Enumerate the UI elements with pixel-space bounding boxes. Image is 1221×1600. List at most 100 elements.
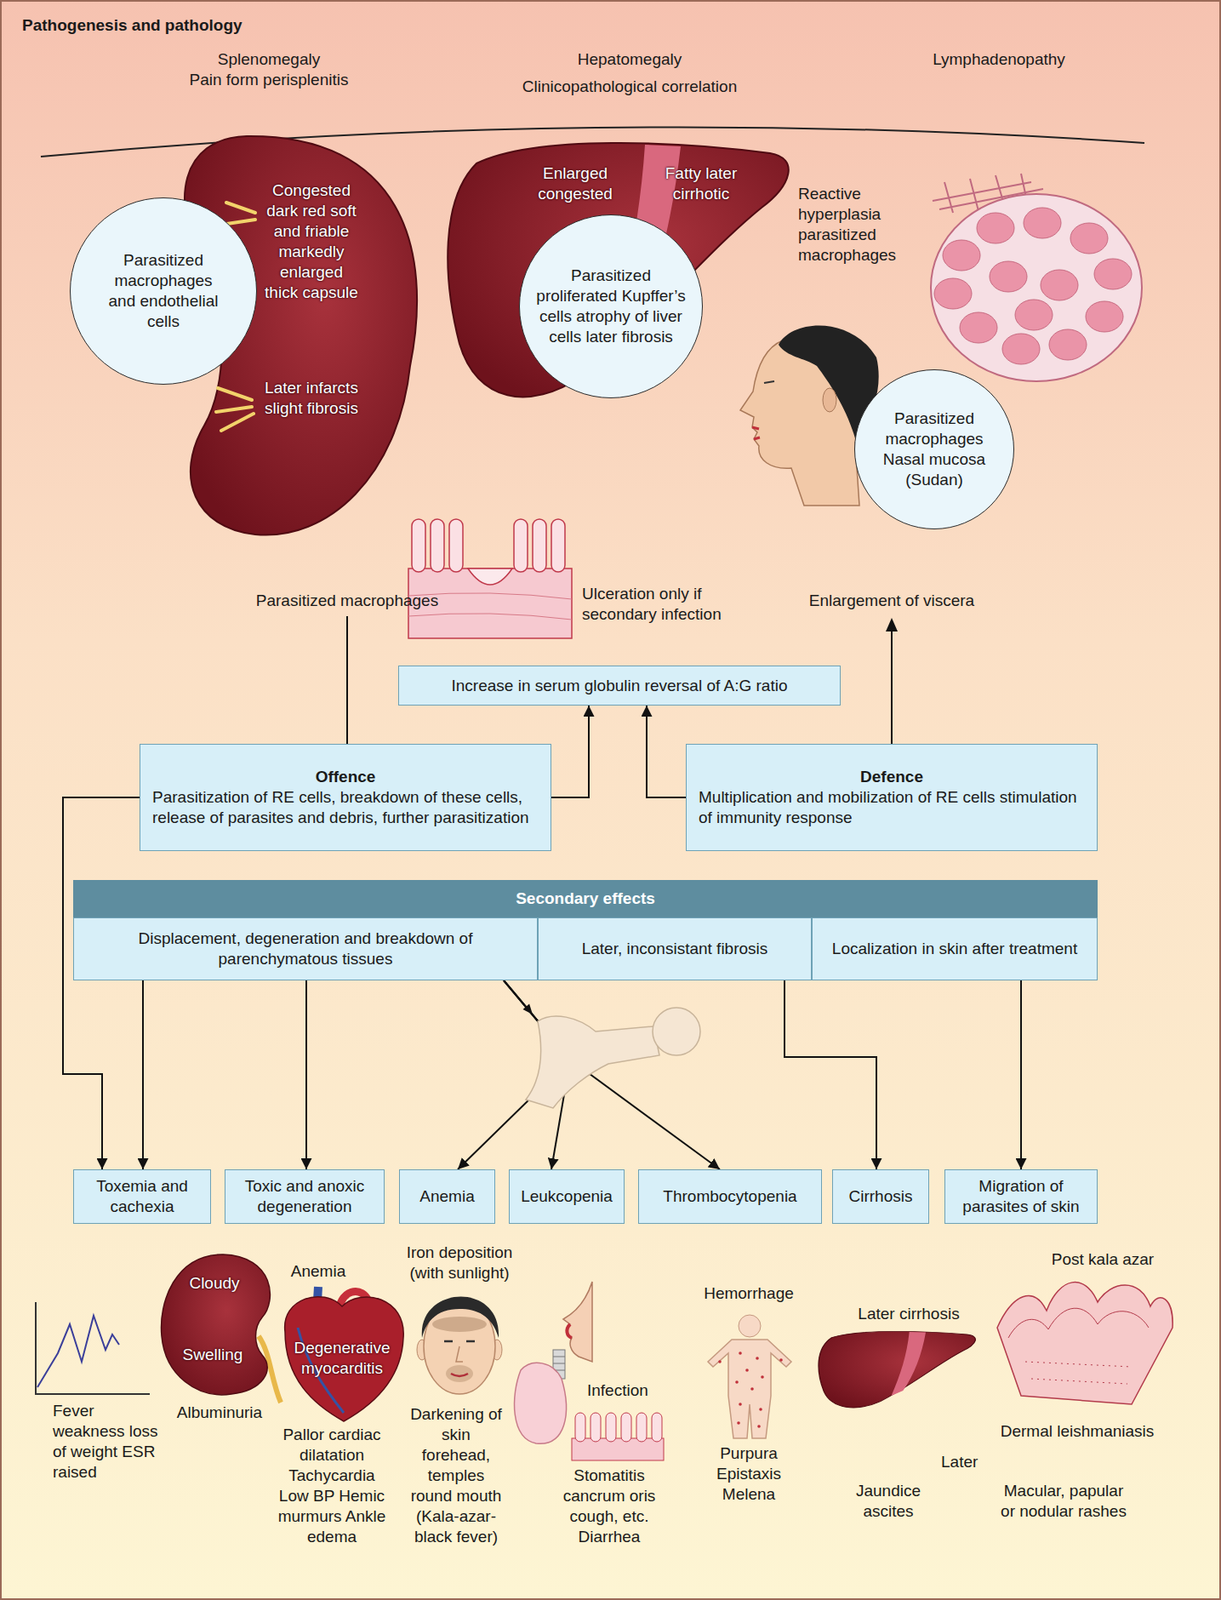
annotation-label: Congested dark red soft and friable mark…	[263, 180, 360, 303]
face-drawing	[456, 1346, 463, 1362]
small-liver-drawing	[818, 1330, 976, 1408]
process-box: OffenceParasitization of RE cells, break…	[139, 743, 552, 851]
lips-drawing	[563, 1281, 593, 1362]
face-drawing	[444, 1340, 475, 1343]
band-cell: Localization in skin after treatment	[811, 917, 1098, 981]
small-villi-drawing	[651, 1412, 662, 1442]
annotation-label: Parasitized macrophages	[236, 590, 458, 611]
intestinal-villi-drawing	[449, 519, 463, 572]
node-text: Leukcopenia	[520, 1186, 613, 1207]
body-purpura-drawing	[707, 1314, 792, 1438]
bone-drawing	[523, 1004, 534, 1015]
intestinal-villi-drawing	[551, 519, 565, 572]
annotation-label: Enlargement of viscera	[781, 590, 1003, 611]
fever-chart-drawing	[37, 1315, 120, 1387]
box-heading: Defence	[860, 766, 924, 788]
lung-drawing	[514, 1349, 567, 1444]
intestinal-villi-drawing	[532, 519, 547, 572]
skin-section-drawing	[1025, 1361, 1132, 1384]
head-profile-drawing	[822, 387, 837, 412]
node-text: Later, inconsistant fibrosis	[581, 938, 769, 959]
annotation-label: Pain form perisplenitis	[124, 69, 414, 91]
fever-chart-drawing	[35, 1301, 150, 1394]
small-liver-drawing	[818, 1330, 976, 1408]
head-profile-drawing	[752, 427, 760, 440]
node-text: Migration of parasites of skin	[957, 1175, 1085, 1217]
face-drawing	[422, 1296, 499, 1338]
lymph-node-drawing	[942, 239, 981, 271]
connector-arrow	[62, 797, 140, 1170]
outcome-box: Thrombocytopenia	[638, 1169, 822, 1224]
process-box: DefenceMultiplication and mobilization o…	[685, 743, 1098, 851]
face-drawing	[432, 1316, 487, 1332]
outcome-box: Anemia	[399, 1169, 496, 1224]
outcome-box: Leukcopenia	[508, 1169, 625, 1224]
lymph-node-drawing	[934, 278, 972, 309]
body-purpura-drawing	[738, 1402, 742, 1406]
annotation-label: Darkening of skin forehead, temples roun…	[408, 1403, 504, 1547]
lung-drawing	[514, 1362, 567, 1444]
body-purpura-drawing	[738, 1351, 742, 1355]
heart-drawing	[285, 1286, 405, 1421]
body-purpura-drawing	[738, 1314, 761, 1337]
annotation-label: Iron deposition (with sunlight)	[391, 1242, 528, 1284]
body-purpura-drawing	[736, 1420, 741, 1425]
annotation-label: Ulceration only if secondary infection	[581, 583, 753, 625]
annotation-label: Clinicopathological correlation	[476, 76, 783, 97]
bone-drawing	[523, 1004, 702, 1108]
annotation-label: Lymphadenopathy	[896, 49, 1102, 70]
diagram-title: Pathogenesis and pathology	[22, 15, 243, 36]
body-purpura-drawing	[735, 1380, 739, 1384]
bone-drawing	[525, 1015, 660, 1108]
heart-drawing	[285, 1296, 405, 1421]
annotation-label: Dermal leishmaniasis	[975, 1420, 1180, 1442]
small-villi-drawing	[571, 1437, 664, 1461]
annotation-label: Hemorrhage	[689, 1283, 809, 1304]
annotation-label: Hepatomegaly	[527, 49, 732, 70]
face-drawing	[416, 1296, 503, 1394]
intestinal-villi-drawing	[411, 519, 426, 572]
small-liver-drawing	[891, 1331, 926, 1396]
small-villi-drawing	[636, 1412, 647, 1442]
face-drawing	[450, 1373, 468, 1376]
annotation-label: Jaundice ascites	[850, 1480, 927, 1522]
small-villi-drawing	[590, 1412, 601, 1442]
connector-arrow	[305, 980, 308, 1170]
node-text: Parasitized proliferated Kupffer’s cells…	[530, 265, 692, 348]
node-text: Thrombocytopenia	[662, 1186, 797, 1207]
connector-arrow	[551, 705, 589, 798]
body-purpura-drawing	[750, 1386, 754, 1391]
lymph-node-drawing	[1070, 222, 1108, 254]
head-profile-drawing	[740, 325, 879, 506]
outcome-box: Migration of parasites of skin	[944, 1169, 1098, 1224]
node-text: Toxemia and cachexia	[85, 1175, 199, 1217]
annotation-label: Macular, papular or nodular rashes	[995, 1480, 1132, 1522]
box-body: Parasitization of RE cells, breakdown of…	[152, 787, 539, 828]
info-circle: Parasitized macrophages and endothelial …	[69, 197, 257, 385]
node-text: Cirrhosis	[849, 1186, 913, 1207]
skin-section-drawing	[1008, 1307, 1149, 1338]
band-cell: Later, inconsistant fibrosis	[537, 917, 812, 981]
annotation-label: Later	[941, 1451, 993, 1473]
node-text: Displacement, degeneration and breakdown…	[84, 928, 527, 970]
kidney-drawing	[161, 1254, 281, 1403]
annotation-label: Albuminuria	[159, 1402, 280, 1423]
connector-arrow	[784, 980, 877, 1170]
connector-arrow	[503, 980, 720, 1170]
node-text: Anemia	[419, 1186, 474, 1207]
connector-arrow	[646, 705, 686, 798]
body-purpura-drawing	[718, 1359, 722, 1364]
annotation-label: Purpura Epistaxis Melena	[701, 1443, 796, 1505]
annotation-label: Reactive hyperplasia parasitized macroph…	[798, 183, 926, 266]
body-purpura-drawing	[757, 1424, 761, 1428]
annotation-label: Anemia	[275, 1260, 361, 1282]
intestinal-villi-drawing	[467, 568, 513, 585]
annotation-label: Post kala azar	[1026, 1249, 1180, 1270]
connector-arrow	[142, 980, 144, 1170]
node-text: Toxic and anoxic degeneration	[237, 1175, 372, 1217]
lymph-node-drawing	[1085, 301, 1124, 332]
leader-line	[885, 617, 898, 632]
connector-arrow	[1020, 980, 1022, 1170]
small-villi-drawing	[621, 1412, 632, 1442]
